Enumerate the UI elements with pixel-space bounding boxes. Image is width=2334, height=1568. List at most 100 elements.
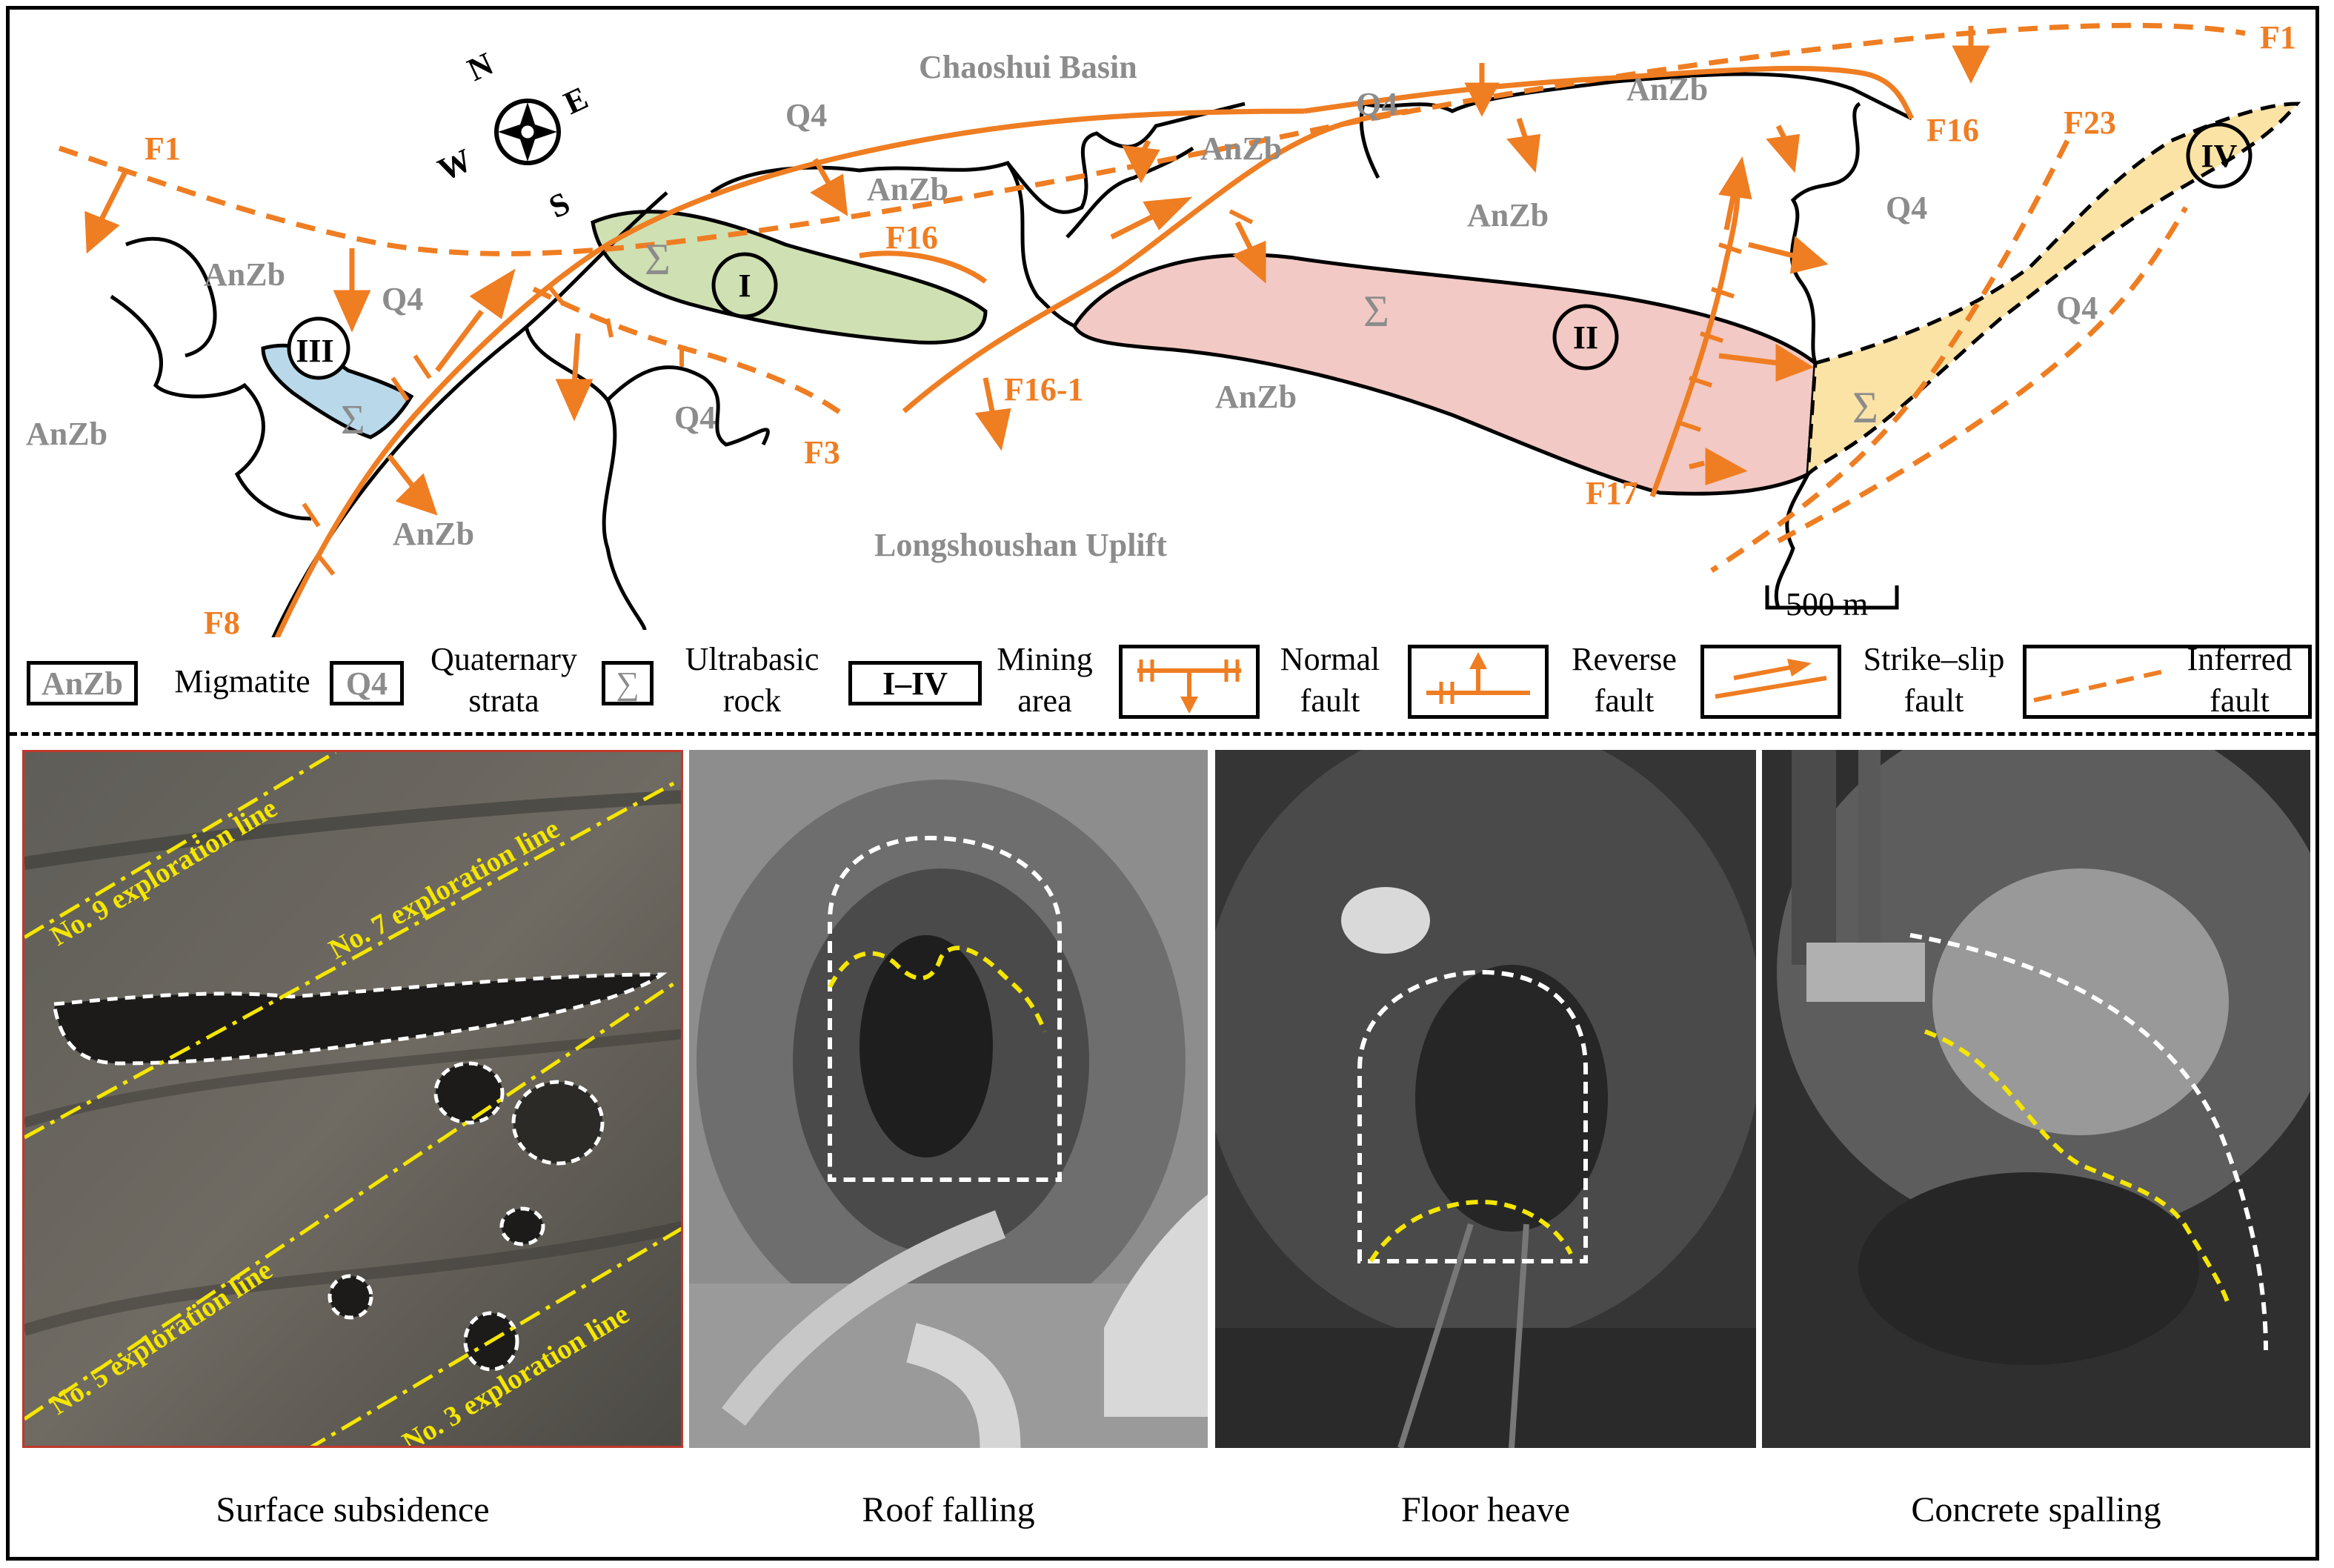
anzb-label-4: AnZb <box>867 171 948 207</box>
caption-surface-subsidence: Surface subsidence <box>216 1490 490 1529</box>
legend-mining-line2: area <box>1017 682 1072 719</box>
legend-strike-slip: Strike–slip fault <box>1845 639 2023 722</box>
legend-inferred-line1: Inferred <box>2187 641 2293 677</box>
legend-inferred-line2: fault <box>2210 682 2270 719</box>
legend-ultrabasic-symbol: ∑ <box>602 661 654 705</box>
legend-migmatite: Migmatite <box>174 663 310 700</box>
inferred-fault-icon <box>2033 668 2168 702</box>
legend-ultrabasic-line2: rock <box>722 682 782 719</box>
photo-surface-subsidence: No. 9 exploration line No. 7 exploration… <box>22 750 683 1448</box>
caption-concrete-spalling: Concrete spalling <box>1911 1490 2161 1529</box>
fault-F16-1 <box>902 108 1409 413</box>
anzb-label-6: AnZb <box>1467 197 1549 233</box>
legend-mining-symbol: I–IV <box>848 661 982 705</box>
legend-inferred: Inferred fault <box>2171 639 2308 722</box>
anzb-label-1: AnZb <box>204 256 285 293</box>
fault-label-F1-west: F1 <box>144 130 181 167</box>
legend-inferred-symbol <box>2023 645 2312 719</box>
q4-label-1: Q4 <box>382 281 423 317</box>
legend-strike-slip-symbol <box>1700 645 1841 719</box>
legend-normal-fault: Normal fault <box>1263 639 1397 722</box>
sigma-label-3: Σ <box>341 397 365 443</box>
legend-normal-line2: fault <box>1300 682 1360 719</box>
compass-rose-icon <box>494 99 561 165</box>
reverse-fault-icon <box>1426 652 1530 704</box>
fault-F16 <box>1303 65 1915 120</box>
fault-label-F3: F3 <box>804 434 840 471</box>
legend-ultrabasic-line1: Ultrabasic <box>685 641 819 677</box>
compass-south: S <box>544 185 576 225</box>
normal-fault-ticks <box>302 209 1742 576</box>
mining-area-I: I <box>738 268 751 304</box>
anzb-label-8: AnZb <box>1215 379 1297 415</box>
compass-west: W <box>433 142 478 188</box>
legend-normal-line1: Normal <box>1280 641 1380 677</box>
fault-F17 <box>1649 192 1740 498</box>
q4-label-4: Q4 <box>1356 86 1397 122</box>
normal-fault-icon <box>1137 660 1241 714</box>
mining-area-II: II <box>1573 319 1598 356</box>
fault-label-F8: F8 <box>204 605 240 637</box>
anzb-label-7: AnZb <box>1626 71 1708 107</box>
mining-area-III: III <box>296 333 333 369</box>
mining-area-IV: IV <box>2201 138 2238 174</box>
legend-strike-line1: Strike–slip <box>1863 641 2005 677</box>
q4-label-3: Q4 <box>674 399 716 436</box>
uplift-label: Longshoushan Uplift <box>874 527 1167 563</box>
legend: AnZb Migmatite Q4 Quaternary strata ∑ Ul… <box>0 639 2334 720</box>
photo-concrete-spalling <box>1762 750 2310 1448</box>
mining-area-I-fill <box>591 210 988 345</box>
photo-roof-falling <box>689 750 1208 1448</box>
legend-mining-line1: Mining <box>997 641 1093 677</box>
fault-F8 <box>274 108 1305 637</box>
section-divider <box>10 732 2315 736</box>
caption-floor-heave: Floor heave <box>1401 1490 1570 1529</box>
faults <box>58 22 2246 637</box>
q4-label-5: Q4 <box>1886 190 1927 226</box>
legend-ultrabasic: Ultrabasic rock <box>663 639 841 722</box>
basin-label: Chaoshui Basin <box>919 49 1137 85</box>
fault-label-F16-b: F16 <box>1926 112 1979 148</box>
scale-bar: 500 m <box>1765 585 1899 622</box>
legend-reverse-line2: fault <box>1594 682 1655 719</box>
scale-bar-label: 500 m <box>1786 586 1868 622</box>
fault-label-F16-1: F16-1 <box>1004 371 1084 408</box>
q4-label-2: Q4 <box>785 97 827 133</box>
fault-F23 <box>1710 139 2070 573</box>
compass-east: E <box>559 79 594 122</box>
sigma-label-1: Σ <box>645 235 671 284</box>
strike-slip-fault-icon <box>1715 659 1827 699</box>
fault-F3 <box>532 286 851 421</box>
legend-quaternary-line1: Quaternary <box>430 641 577 677</box>
anzb-label-3: AnZb <box>393 516 474 552</box>
legend-reverse-line1: Reverse <box>1572 641 1677 677</box>
legend-reverse-fault-symbol <box>1408 645 1549 719</box>
fault-label-F23: F23 <box>2064 104 2116 141</box>
mining-area-II-fill <box>1072 253 1818 496</box>
legend-reverse-fault: Reverse fault <box>1550 639 1698 722</box>
legend-quaternary-line2: strata <box>468 682 539 719</box>
anzb-label-2: AnZb <box>26 416 107 452</box>
fault-label-F17: F17 <box>1586 475 1638 511</box>
strata-labels: AnZb AnZb AnZb AnZb AnZb AnZb AnZb AnZb … <box>26 71 2098 552</box>
q4-label-6: Q4 <box>2056 290 2098 326</box>
legend-normal-fault-symbol <box>1119 645 1260 719</box>
caption-roof-falling: Roof falling <box>862 1490 1035 1529</box>
legend-quaternary: Quaternary strata <box>411 639 596 722</box>
legend-migmatite-symbol: AnZb <box>27 661 138 705</box>
fault-label-F16-a: F16 <box>885 219 938 256</box>
geological-map: N E S W Chaoshui Basin Longshoushan Upli… <box>26 19 2301 637</box>
fault-label-F1-east: F1 <box>2260 19 2296 56</box>
mining-area-markers: I II III IV <box>287 122 2252 380</box>
fault-F1-east <box>1777 206 2189 544</box>
legend-strike-line2: fault <box>1904 682 1964 719</box>
legend-quaternary-symbol: Q4 <box>330 661 404 705</box>
figure-frame <box>6 6 2319 1561</box>
fault-F1-west <box>58 22 2246 256</box>
fault-F16-small <box>859 250 988 284</box>
sigma-label-4: Σ <box>1852 383 1878 432</box>
fault-arrows <box>84 26 1990 516</box>
photo-floor-heave <box>1215 750 1756 1448</box>
sigma-label-2: Σ <box>1363 287 1389 336</box>
fault-labels: F1 F1 F16 F16 F16-1 F23 F3 F8 F17 <box>144 19 2296 637</box>
